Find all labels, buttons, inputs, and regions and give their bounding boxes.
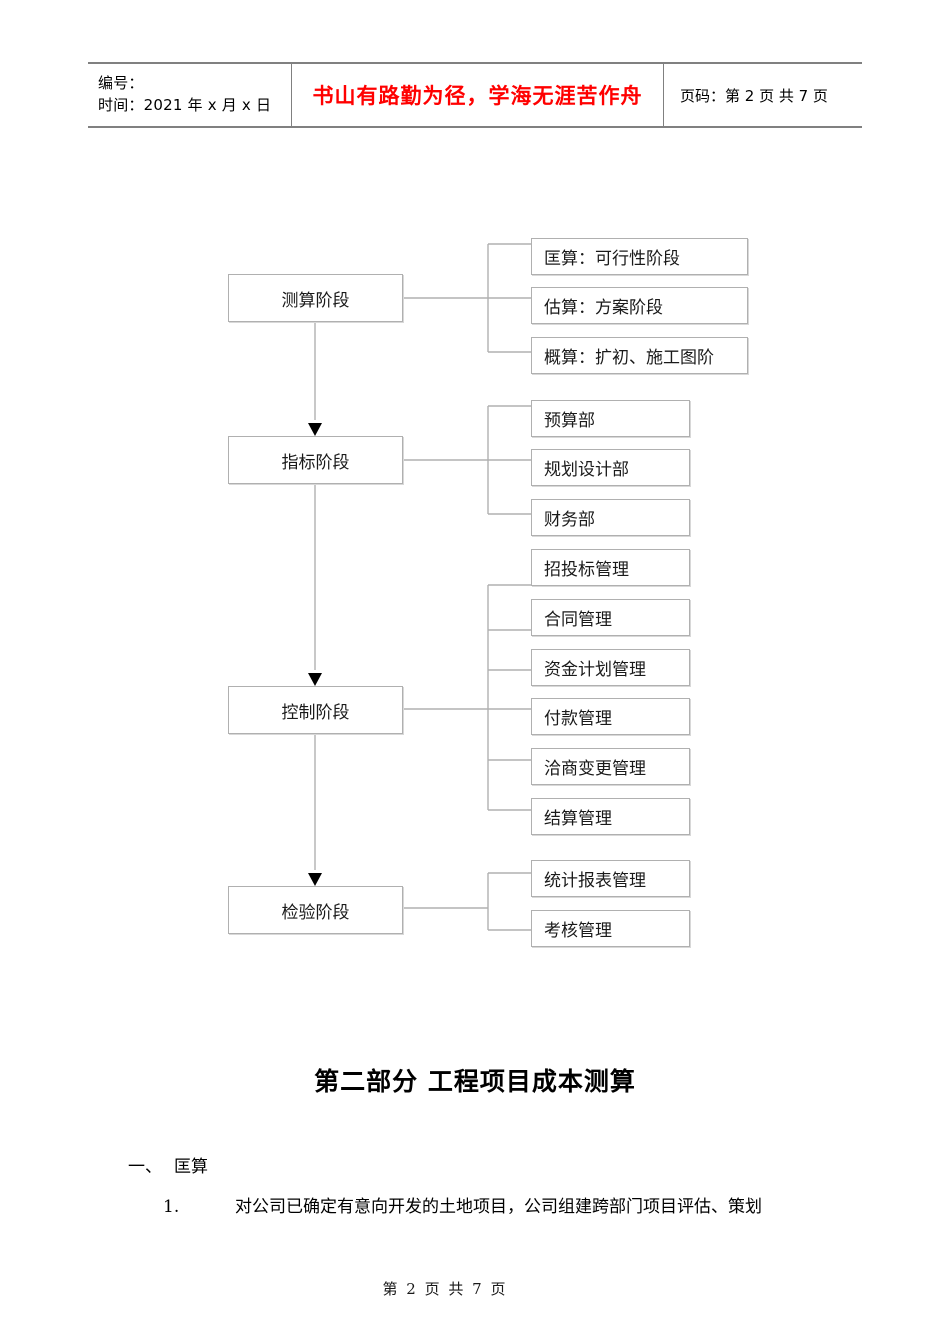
- flow-leaf-2-1[interactable]: 预算部: [531, 400, 690, 437]
- connector-group-2: [403, 405, 531, 515]
- cost-management-flowchart: 测算阶段 指标阶段 控制阶段 检验阶段 匡算：可行性阶段 估算：方案阶段 概算：…: [228, 238, 748, 947]
- flow-leaf-2-2-label: 规划设计部: [544, 460, 629, 480]
- flowchart-arrowheads: [308, 423, 322, 886]
- flow-leaf-1-3-label: 概算：扩初、施工图阶: [544, 348, 714, 368]
- connector-group-3: [403, 584, 531, 811]
- flow-leaf-3-1-label: 招投标管理: [544, 560, 629, 580]
- flow-leaf-3-4[interactable]: 付款管理: [531, 698, 690, 735]
- list-item-text: 对公司已确定有意向开发的土地项目，公司组建跨部门项目评估、策划: [235, 1197, 762, 1217]
- flow-leaf-3-1[interactable]: 招投标管理: [531, 549, 690, 586]
- flow-leaf-4-1[interactable]: 统计报表管理: [531, 860, 690, 897]
- flow-leaf-3-5-label: 洽商变更管理: [544, 759, 646, 779]
- section-line: 一、匡算: [128, 1152, 208, 1177]
- flow-leaf-4-2[interactable]: 考核管理: [531, 910, 690, 947]
- flow-leaf-4-2-label: 考核管理: [544, 921, 612, 941]
- flow-stage-2[interactable]: 指标阶段: [228, 436, 403, 484]
- flow-leaf-1-3[interactable]: 概算：扩初、施工图阶: [531, 337, 748, 374]
- list-item: 1. 对公司已确定有意向开发的土地项目，公司组建跨部门项目评估、策划: [163, 1192, 762, 1217]
- page-footer: 第 2 页 共 7 页: [382, 1280, 508, 1298]
- flow-leaf-1-1[interactable]: 匡算：可行性阶段: [531, 238, 748, 275]
- section-title: 匡算: [174, 1157, 208, 1177]
- flow-leaf-3-2[interactable]: 合同管理: [531, 599, 690, 636]
- header-time-label: 时间：2021 年 x 月 x 日: [98, 96, 272, 114]
- header-code-label: 编号：: [98, 74, 144, 93]
- flow-leaf-2-3[interactable]: 财务部: [531, 499, 690, 536]
- flow-stage-1[interactable]: 测算阶段: [228, 274, 403, 322]
- flowchart-connectors: [308, 243, 531, 931]
- flow-leaf-3-4-label: 付款管理: [544, 709, 612, 729]
- flow-leaf-1-2-label: 估算：方案阶段: [544, 298, 663, 318]
- header-cell-meta: 编号： 时间：2021 年 x 月 x 日: [88, 64, 292, 126]
- flow-stage-2-label: 指标阶段: [281, 452, 350, 473]
- flow-leaf-1-2[interactable]: 估算：方案阶段: [531, 287, 748, 324]
- page-header-table: 编号： 时间：2021 年 x 月 x 日 书山有路勤为径，学海无涯苦作舟 页码…: [88, 62, 862, 128]
- list-item-number: 1.: [163, 1197, 180, 1217]
- section-number: 一、: [128, 1157, 162, 1177]
- connector-group-4: [403, 872, 531, 931]
- flow-leaf-1-1-label: 匡算：可行性阶段: [544, 249, 680, 269]
- header-page-info: 页码：第 2 页 共 7 页: [680, 86, 828, 105]
- flow-stage-4[interactable]: 检验阶段: [228, 886, 403, 934]
- flow-leaf-3-6[interactable]: 结算管理: [531, 798, 690, 835]
- flow-leaf-2-3-label: 财务部: [544, 510, 595, 530]
- flow-stage-3[interactable]: 控制阶段: [228, 686, 403, 734]
- flow-leaf-3-3[interactable]: 资金计划管理: [531, 649, 690, 686]
- document-heading: 第二部分 工程项目成本测算: [314, 1067, 636, 1096]
- connector-group-1: [403, 243, 531, 353]
- flow-stage-4-label: 检验阶段: [281, 902, 350, 923]
- flow-leaf-2-1-label: 预算部: [544, 411, 595, 431]
- flow-leaf-3-5[interactable]: 洽商变更管理: [531, 748, 690, 785]
- flow-leaf-4-1-label: 统计报表管理: [544, 871, 646, 891]
- flow-leaf-2-2[interactable]: 规划设计部: [531, 449, 690, 486]
- flow-leaf-3-6-label: 结算管理: [544, 809, 612, 829]
- header-cell-pagination: 页码：第 2 页 共 7 页: [664, 64, 862, 126]
- flow-leaf-3-3-label: 资金计划管理: [544, 660, 646, 680]
- flow-stage-3-label: 控制阶段: [281, 702, 350, 723]
- header-cell-slogan: 书山有路勤为径，学海无涯苦作舟: [292, 64, 664, 126]
- flow-stage-1-label: 测算阶段: [281, 290, 350, 311]
- flow-leaf-3-2-label: 合同管理: [544, 610, 612, 630]
- header-slogan: 书山有路勤为径，学海无涯苦作舟: [312, 83, 643, 108]
